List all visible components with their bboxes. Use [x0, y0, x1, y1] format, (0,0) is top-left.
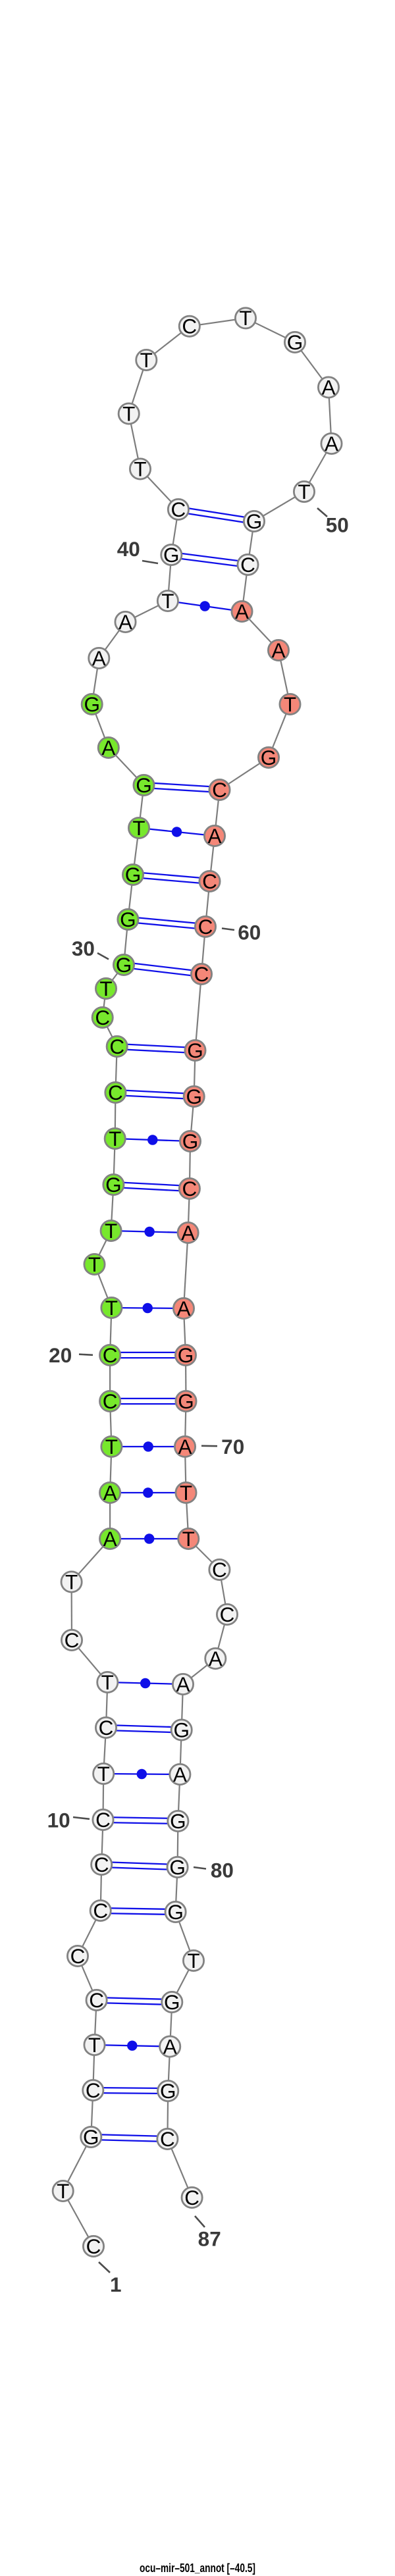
svg-text:T: T [99, 977, 112, 1000]
svg-text:G: G [287, 330, 303, 354]
svg-text:A: A [325, 432, 338, 455]
svg-text:G: G [160, 2079, 176, 2103]
svg-text:C: C [202, 869, 217, 893]
svg-text:G: G [186, 1085, 202, 1108]
svg-text:T: T [122, 401, 135, 425]
svg-text:C: C [86, 2078, 101, 2102]
svg-text:G: G [136, 773, 152, 797]
svg-text:T: T [101, 1670, 114, 1694]
svg-text:G: G [167, 1900, 184, 1924]
svg-text:C: C [103, 1343, 118, 1367]
svg-text:G: G [187, 1039, 203, 1062]
svg-text:40: 40 [117, 537, 140, 561]
svg-text:T: T [134, 457, 146, 480]
svg-text:T: T [88, 2033, 101, 2057]
svg-text:G: G [178, 1389, 194, 1413]
svg-text:A: A [181, 1221, 195, 1245]
svg-text:A: A [176, 1297, 190, 1320]
svg-text:T: T [105, 1296, 118, 1320]
svg-text:T: T [161, 589, 174, 613]
svg-text:T: T [105, 1435, 118, 1458]
svg-text:C: C [108, 1081, 123, 1104]
svg-text:A: A [101, 736, 115, 760]
svg-text:C: C [86, 2234, 101, 2258]
svg-text:G: G [164, 1990, 180, 2014]
svg-text:80: 80 [211, 1858, 234, 1882]
svg-text:C: C [182, 1177, 198, 1200]
svg-text:A: A [92, 646, 106, 670]
svg-text:G: G [173, 1718, 190, 1741]
svg-text:G: G [120, 908, 136, 931]
svg-text:C: C [89, 1988, 104, 2012]
svg-text:70: 70 [221, 1435, 244, 1458]
svg-text:30: 30 [72, 937, 95, 960]
svg-text:A: A [176, 1672, 190, 1696]
svg-text:T: T [88, 1252, 101, 1276]
svg-text:20: 20 [49, 1343, 72, 1367]
svg-text:T: T [239, 306, 251, 330]
svg-text:C: C [93, 1899, 108, 1922]
svg-text:G: G [169, 1855, 186, 1879]
svg-text:C: C [212, 1558, 227, 1582]
svg-text:T: T [105, 1219, 117, 1243]
svg-text:T: T [57, 2179, 69, 2203]
svg-text:ocu–mir–501_annot [–40.5]: ocu–mir–501_annot [–40.5] [140, 2562, 255, 2575]
svg-text:A: A [235, 600, 249, 623]
svg-text:C: C [95, 1808, 111, 1832]
svg-text:C: C [109, 1035, 124, 1058]
svg-text:A: A [118, 610, 132, 634]
svg-text:C: C [94, 1853, 109, 1876]
svg-text:G: G [163, 543, 180, 567]
svg-text:C: C [160, 2127, 175, 2151]
svg-text:C: C [171, 498, 186, 521]
svg-text:A: A [103, 1481, 117, 1505]
svg-text:G: G [105, 1173, 122, 1197]
svg-text:A: A [173, 1763, 187, 1786]
svg-text:50: 50 [326, 513, 349, 537]
svg-text:C: C [95, 1006, 110, 1029]
svg-text:T: T [182, 1527, 195, 1551]
svg-text:C: C [212, 778, 227, 802]
svg-text:T: T [97, 1762, 110, 1786]
svg-text:G: G [84, 692, 100, 716]
svg-text:G: G [178, 1343, 194, 1367]
svg-text:C: C [220, 1603, 235, 1626]
svg-text:A: A [207, 824, 221, 848]
svg-text:T: T [284, 692, 296, 716]
svg-text:T: T [109, 1127, 121, 1150]
svg-text:T: T [180, 1481, 192, 1505]
svg-text:G: G [246, 509, 263, 533]
svg-text:A: A [178, 1435, 192, 1458]
svg-text:A: A [209, 1647, 223, 1670]
svg-text:G: G [182, 1129, 199, 1153]
svg-text:C: C [240, 553, 255, 577]
svg-text:T: T [298, 480, 310, 503]
svg-text:G: G [116, 953, 132, 977]
svg-text:C: C [182, 315, 197, 338]
svg-text:60: 60 [238, 921, 261, 944]
svg-text:G: G [83, 2125, 99, 2149]
svg-text:C: C [103, 1389, 118, 1413]
svg-text:C: C [65, 1628, 80, 1652]
svg-text:C: C [184, 2186, 199, 2209]
svg-text:G: G [261, 746, 277, 769]
svg-text:T: T [187, 1949, 199, 1972]
svg-text:A: A [163, 2034, 177, 2058]
svg-text:10: 10 [47, 1808, 70, 1832]
svg-text:87: 87 [198, 2227, 221, 2250]
svg-text:C: C [70, 1944, 86, 1968]
svg-text:T: T [65, 1570, 78, 1593]
svg-text:C: C [198, 915, 213, 939]
svg-text:1: 1 [110, 2273, 122, 2296]
svg-text:T: T [132, 816, 145, 840]
svg-text:G: G [125, 863, 142, 887]
svg-text:A: A [321, 375, 335, 399]
svg-text:G: G [170, 1809, 186, 1833]
svg-text:A: A [103, 1527, 117, 1551]
svg-text:C: C [194, 962, 209, 986]
svg-text:T: T [140, 348, 153, 372]
svg-text:A: A [271, 638, 285, 662]
svg-text:C: C [99, 1716, 114, 1739]
